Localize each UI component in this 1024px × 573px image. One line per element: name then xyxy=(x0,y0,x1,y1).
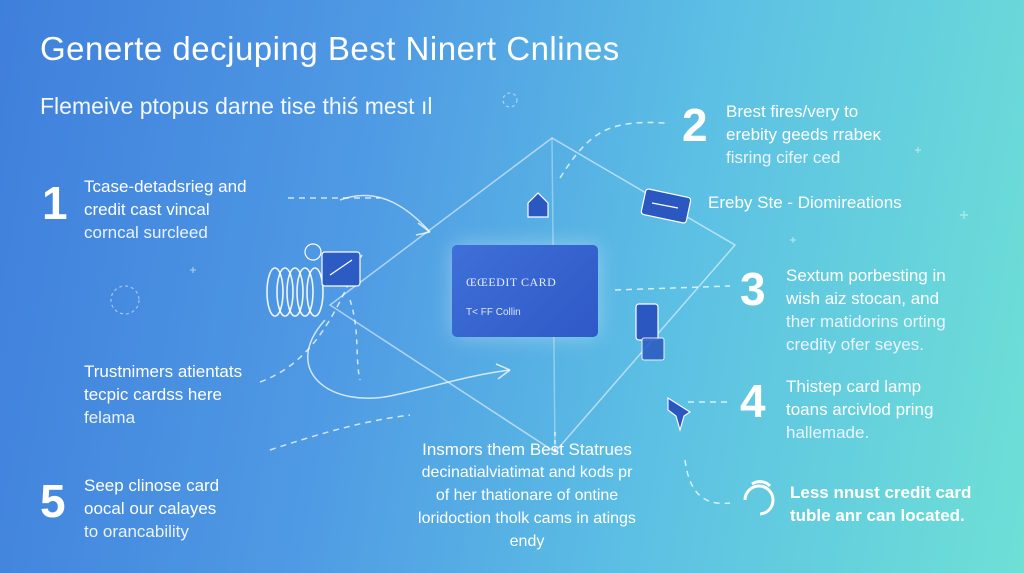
step-5-line-2: oocal our calayes xyxy=(84,499,217,518)
step-number-5: 5 xyxy=(40,475,66,527)
bottom-center-line-2: decinatialviatimat and kods pr xyxy=(421,464,633,481)
step-5-line-1: Seep clinose card xyxy=(84,476,220,495)
left-middle-text: Trustnimers atientats tecpic cardss here… xyxy=(84,360,242,429)
left-middle-line-2: tecpic cardss here xyxy=(84,385,222,404)
airplane-icon xyxy=(667,396,692,433)
connector-lower-left xyxy=(269,414,411,451)
phone-icon xyxy=(635,303,665,361)
bottom-center-line-5: endy xyxy=(509,533,545,550)
connector-2 xyxy=(559,121,666,179)
last-item-line-1: Less nnust credit card xyxy=(790,483,972,502)
step-1-line-1: Tcase-detadsrieg and xyxy=(84,177,247,196)
step-5-line-3: to orancability xyxy=(84,522,189,541)
center-label: Ereby Ste - Diomireations xyxy=(708,193,902,212)
step-1-text: Tcase-detadsrieg and credit cast vincal … xyxy=(84,175,247,244)
coil-icon xyxy=(266,267,324,317)
card-stack-icon xyxy=(304,243,361,287)
left-middle-line-1: Trustnimers atientats xyxy=(84,362,243,381)
last-item-text: Less nnust credit card tuble anr can loc… xyxy=(790,481,971,527)
step-2-line-2: erebity geeds rrabeκ xyxy=(726,125,881,144)
step-1-line-2: credit cast vincal xyxy=(84,200,210,219)
step-number-3: 3 xyxy=(740,263,766,315)
step-4-text: Thistep card lamp toans arcivlod pring h… xyxy=(786,375,933,444)
step-number-2: 2 xyxy=(682,99,708,151)
house-icon xyxy=(527,192,549,218)
step-1-line-3: corncal surcleed xyxy=(84,223,208,242)
step-2-line-3: fisring cifer ced xyxy=(726,148,841,167)
step-4-line-3: hallemade. xyxy=(786,423,870,442)
connector-3 xyxy=(614,285,731,291)
left-middle-line-3: felama xyxy=(84,408,136,427)
step-3-line-2: wish aiz stocan, and xyxy=(786,289,940,308)
connector-1b xyxy=(339,194,431,233)
curve-arrow xyxy=(307,319,511,399)
bottom-center-line-4: loridoction tholk cams in atings xyxy=(418,510,636,527)
bottom-center-line-1: Insmors them Best Statrues xyxy=(422,440,632,459)
credit-card: ŒŒEDIT CARD T< FF Collin xyxy=(452,245,598,337)
step-number-1: 1 xyxy=(42,177,68,229)
step-3-line-1: Sextum porbesting in xyxy=(786,266,946,285)
step-5-text: Seep clinose card oocal our calayes to o… xyxy=(84,474,219,543)
step-3-line-3: ther matidorins orting xyxy=(786,312,946,331)
step-4-line-1: Thistep card lamp xyxy=(786,377,922,396)
connector-5 xyxy=(684,459,731,505)
refresh-icon xyxy=(743,480,775,516)
page-subtitle: Flemeive ptopus darne tise thiś mest ıl xyxy=(40,93,433,119)
step-number-4: 4 xyxy=(740,375,766,427)
wallet-icon xyxy=(640,188,692,224)
step-2-line-1: Brest fires/very to xyxy=(726,102,859,121)
connector-center-down xyxy=(349,299,361,381)
step-3-line-4: credity ofer seyes. xyxy=(786,335,924,354)
page-title: Generte decjuping Best Ninert Cnlines xyxy=(40,30,620,67)
step-4-line-2: toans arcivlod pring xyxy=(786,400,934,419)
step-2-text: Brest fires/very to erebity geeds rrabeκ… xyxy=(726,100,881,169)
last-item-line-2: tuble anr can located. xyxy=(790,506,965,525)
step-3-text: Sextum porbesting in wish aiz stocan, an… xyxy=(786,264,946,356)
bottom-center-text: Insmors them Best Statrues decinatialvia… xyxy=(392,438,662,553)
bottom-center-line-3: of her thationare of ontine xyxy=(435,487,619,504)
card-holder: T< FF Collin xyxy=(466,307,521,318)
card-brand: ŒŒEDIT CARD xyxy=(466,275,557,289)
